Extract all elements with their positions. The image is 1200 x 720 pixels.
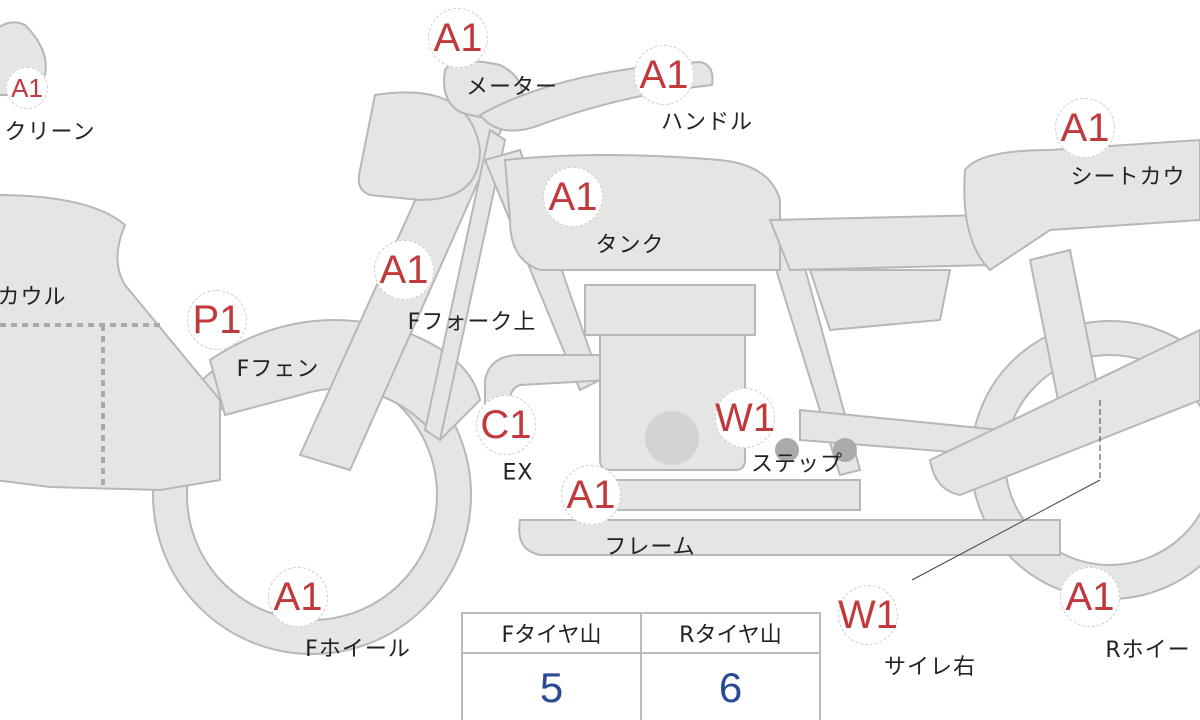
front-tire-value: 5 bbox=[461, 652, 642, 720]
step-label: ステップ bbox=[750, 452, 844, 477]
front-fork-grade-marker[interactable]: A1 bbox=[374, 240, 434, 300]
rear-tire-header: Rタイヤ山 bbox=[640, 612, 821, 654]
exhaust-label: EX bbox=[502, 460, 534, 486]
meter-grade-marker[interactable]: A1 bbox=[428, 8, 488, 68]
frame-label: フレーム bbox=[604, 535, 696, 560]
seat-cowl-grade-marker[interactable]: A1 bbox=[1055, 98, 1115, 158]
exhaust-grade-marker[interactable]: C1 bbox=[476, 395, 536, 455]
meter-label: メーター bbox=[465, 75, 559, 100]
frame-grade-marker[interactable]: A1 bbox=[561, 465, 621, 525]
screen-grade-marker[interactable]: A1 bbox=[6, 67, 48, 109]
seat-cowl-label: シートカウ bbox=[1070, 165, 1186, 190]
front-fender-label: Fフェン bbox=[236, 357, 320, 382]
tank-grade-marker[interactable]: A1 bbox=[543, 167, 603, 227]
silencer-label: サイレ右 bbox=[883, 655, 977, 680]
rear-tire-value: 6 bbox=[640, 652, 821, 720]
front-wheel-grade-marker[interactable]: A1 bbox=[268, 567, 328, 627]
tank-label: タンク bbox=[595, 233, 665, 258]
rear-wheel-grade-marker[interactable]: A1 bbox=[1060, 567, 1120, 627]
handle-grade-marker[interactable]: A1 bbox=[634, 45, 694, 105]
front-fork-label: Fフォーク上 bbox=[407, 310, 537, 335]
screen-label: クリーン bbox=[4, 120, 96, 145]
cowl-label: カウル bbox=[0, 285, 67, 310]
front-wheel-label: Fホイール bbox=[305, 637, 411, 662]
tire-tread-table: Fタイヤ山 Rタイヤ山 5 6 bbox=[461, 612, 821, 720]
step-grade-marker[interactable]: W1 bbox=[715, 388, 775, 448]
front-fender-grade-marker[interactable]: P1 bbox=[187, 290, 247, 350]
handle-label: ハンドル bbox=[660, 110, 754, 135]
silencer-grade-marker[interactable]: W1 bbox=[838, 585, 898, 645]
rear-wheel-label: Rホイー bbox=[1105, 638, 1191, 663]
front-tire-header: Fタイヤ山 bbox=[461, 612, 642, 654]
